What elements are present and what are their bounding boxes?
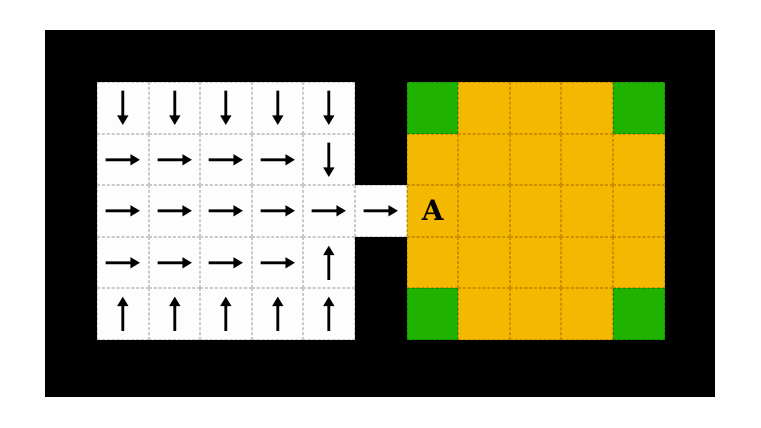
policy-cell	[97, 82, 149, 134]
goal-region-cell	[613, 133, 665, 186]
arrow-up-icon	[271, 297, 284, 332]
arrow-right-icon	[208, 153, 244, 166]
arrow-right-icon	[363, 205, 398, 217]
policy-cell	[148, 133, 201, 186]
arrow-right-icon	[157, 256, 192, 269]
goal-region-cell	[458, 236, 510, 289]
arrow-right-icon	[260, 153, 295, 166]
goal-region-cell	[406, 185, 459, 237]
policy-cell	[355, 185, 407, 237]
arrow-right-icon	[105, 256, 140, 269]
goal-region-cell	[613, 185, 665, 237]
policy-cell	[303, 288, 355, 340]
arrow-right-icon	[105, 153, 140, 166]
policy-cell	[200, 236, 252, 289]
goal-region-cell	[561, 82, 613, 134]
corner-goal-cell	[613, 82, 665, 134]
corner-goal-cell	[613, 288, 665, 340]
policy-cell	[200, 185, 252, 237]
policy-cell	[303, 236, 355, 289]
arrow-right-icon	[312, 205, 347, 217]
goal-region-cell	[561, 133, 613, 186]
goal-region-cell	[458, 82, 510, 134]
gridworld-board: A	[45, 30, 715, 397]
goal-region-cell	[561, 236, 613, 289]
arrow-right-icon	[157, 153, 192, 166]
arrow-down-icon	[323, 142, 335, 177]
arrow-right-icon	[260, 205, 295, 217]
policy-cell	[200, 133, 252, 186]
goal-region-cell	[613, 236, 665, 289]
arrow-up-icon	[323, 245, 335, 280]
goal-region-cell	[406, 236, 459, 289]
goal-region-cell	[509, 133, 562, 186]
arrow-right-icon	[157, 205, 192, 217]
arrow-up-icon	[117, 297, 129, 332]
arrow-right-icon	[105, 205, 140, 217]
policy-cell	[97, 236, 149, 289]
arrow-up-icon	[168, 297, 181, 332]
arrow-down-icon	[168, 90, 181, 125]
policy-cell	[200, 288, 252, 340]
policy-cell	[251, 288, 304, 340]
corner-goal-cell	[406, 82, 459, 134]
arrow-up-icon	[220, 297, 232, 332]
arrow-down-icon	[220, 90, 232, 125]
policy-cell	[251, 185, 304, 237]
policy-cell	[303, 82, 355, 134]
goal-region-cell	[561, 185, 613, 237]
arrow-right-icon	[260, 256, 295, 269]
goal-region-cell	[509, 82, 562, 134]
goal-region-cell	[509, 288, 562, 340]
arrow-down-icon	[117, 90, 129, 125]
policy-cell	[303, 185, 355, 237]
goal-region-cell	[458, 185, 510, 237]
policy-cell	[251, 82, 304, 134]
policy-cell	[251, 133, 304, 186]
arrow-down-icon	[323, 90, 335, 125]
policy-cell	[97, 288, 149, 340]
arrow-right-icon	[208, 205, 244, 217]
goal-region-cell	[406, 133, 459, 186]
corner-goal-cell	[406, 288, 459, 340]
arrow-down-icon	[271, 90, 284, 125]
goal-region-cell	[561, 288, 613, 340]
policy-cell	[97, 133, 149, 186]
goal-region-cell	[509, 236, 562, 289]
goal-region-cell	[509, 185, 562, 237]
policy-cell	[148, 185, 201, 237]
arrow-right-icon	[208, 256, 244, 269]
policy-cell	[148, 82, 201, 134]
policy-cell	[251, 236, 304, 289]
goal-region-cell	[458, 288, 510, 340]
policy-cell	[148, 288, 201, 340]
policy-cell	[303, 133, 355, 186]
policy-cell	[148, 236, 201, 289]
policy-cell	[200, 82, 252, 134]
goal-region-cell	[458, 133, 510, 186]
policy-cell	[97, 185, 149, 237]
arrow-up-icon	[323, 297, 335, 332]
